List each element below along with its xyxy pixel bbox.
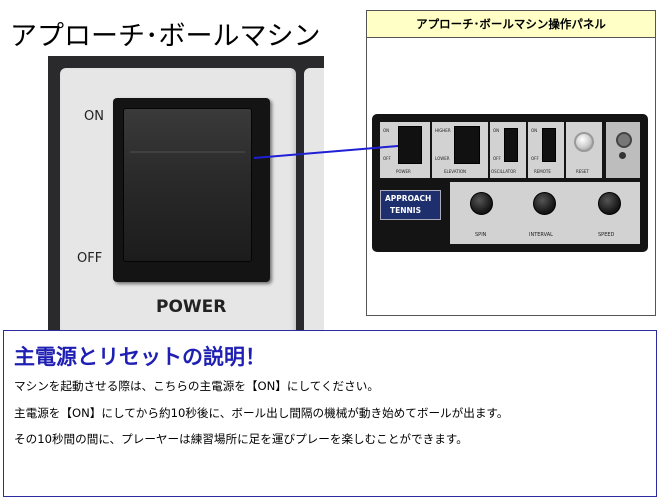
power-switch-photo: ON OFF POWER <box>48 56 324 332</box>
brand-plate: APPROACH TENNIS <box>380 190 441 220</box>
explanation-line-2: 主電源を【ON】にしてから約10秒後に、ボール出し間隔の機械が動き始めてボールが… <box>14 406 509 420</box>
power-rocker-switch[interactable] <box>123 108 252 262</box>
brand-line2: TENNIS <box>390 206 421 215</box>
remote-module: ON OFF REMOTE <box>528 122 564 178</box>
reset-module-label: RESET <box>576 169 589 174</box>
explanation-title: 主電源とリセットの説明！ <box>14 345 266 369</box>
dial-module: SPIN INTERVAL SPEED <box>450 182 640 244</box>
remote-off-label: OFF <box>531 156 539 161</box>
speed-knob[interactable] <box>598 192 621 215</box>
reset-module: RESET <box>566 122 602 178</box>
indicator-light-icon <box>619 152 626 159</box>
power-off-label: OFF <box>383 156 391 161</box>
speed-label: SPEED <box>598 232 615 238</box>
oscillator-module: ON OFF OSCILLATOR <box>490 122 526 178</box>
elevation-module-label: ELEVATION <box>444 169 466 174</box>
interval-label: INTERVAL <box>529 232 553 238</box>
callout-connector <box>253 145 399 159</box>
cable-connector-icon <box>616 132 632 148</box>
power-module: ON OFF POWER <box>380 122 430 178</box>
reset-button[interactable] <box>574 132 594 152</box>
remote-on-label: ON <box>531 128 538 133</box>
osc-off-label: OFF <box>493 156 501 161</box>
power-on-label: ON <box>383 128 390 133</box>
interval-knob[interactable] <box>533 192 556 215</box>
explanation-box: 主電源とリセットの説明！ マシンを起動させる際は、こちらの主電源を【ON】にして… <box>3 330 657 497</box>
page-title: アプローチ･ボールマシン <box>10 21 321 52</box>
elevation-module: HIGHER LOWER ELEVATION <box>432 122 488 178</box>
remote-switch[interactable] <box>542 128 556 162</box>
panel-title: アプローチ･ボールマシン操作パネル <box>367 11 655 38</box>
power-switch[interactable] <box>398 126 422 164</box>
elevation-switch[interactable] <box>454 126 480 164</box>
off-label: OFF <box>77 251 103 266</box>
spin-label: SPIN <box>475 232 487 238</box>
oscillator-switch[interactable] <box>504 128 518 162</box>
explanation-line-3: その10秒間の間に、プレーヤーは練習場所に足を運びプレーを楽しむことができます。 <box>14 432 468 446</box>
on-label: ON <box>84 109 104 124</box>
osc-on-label: ON <box>493 128 500 133</box>
brand-line1: APPROACH <box>385 194 432 203</box>
connector-module <box>606 122 640 178</box>
lower-label: LOWER <box>435 156 450 161</box>
remote-module-label: REMOTE <box>534 169 551 174</box>
power-module-label: POWER <box>396 169 411 174</box>
higher-label: HIGHER <box>435 128 451 133</box>
oscillator-module-label: OSCILLATOR <box>491 169 517 174</box>
explanation-line-1: マシンを起動させる際は、こちらの主電源を【ON】にしてください。 <box>14 379 379 393</box>
adjacent-faceplate <box>304 68 324 332</box>
spin-knob[interactable] <box>470 192 493 215</box>
power-label: POWER <box>156 297 227 317</box>
operation-panel-box: アプローチ･ボールマシン操作パネル ON OFF POWER HIGHER LO… <box>366 10 656 316</box>
switch-faceplate: ON OFF POWER <box>60 68 296 332</box>
control-panel-image: ON OFF POWER HIGHER LOWER ELEVATION ON O… <box>372 114 648 252</box>
rocker-switch-bezel <box>113 98 270 282</box>
